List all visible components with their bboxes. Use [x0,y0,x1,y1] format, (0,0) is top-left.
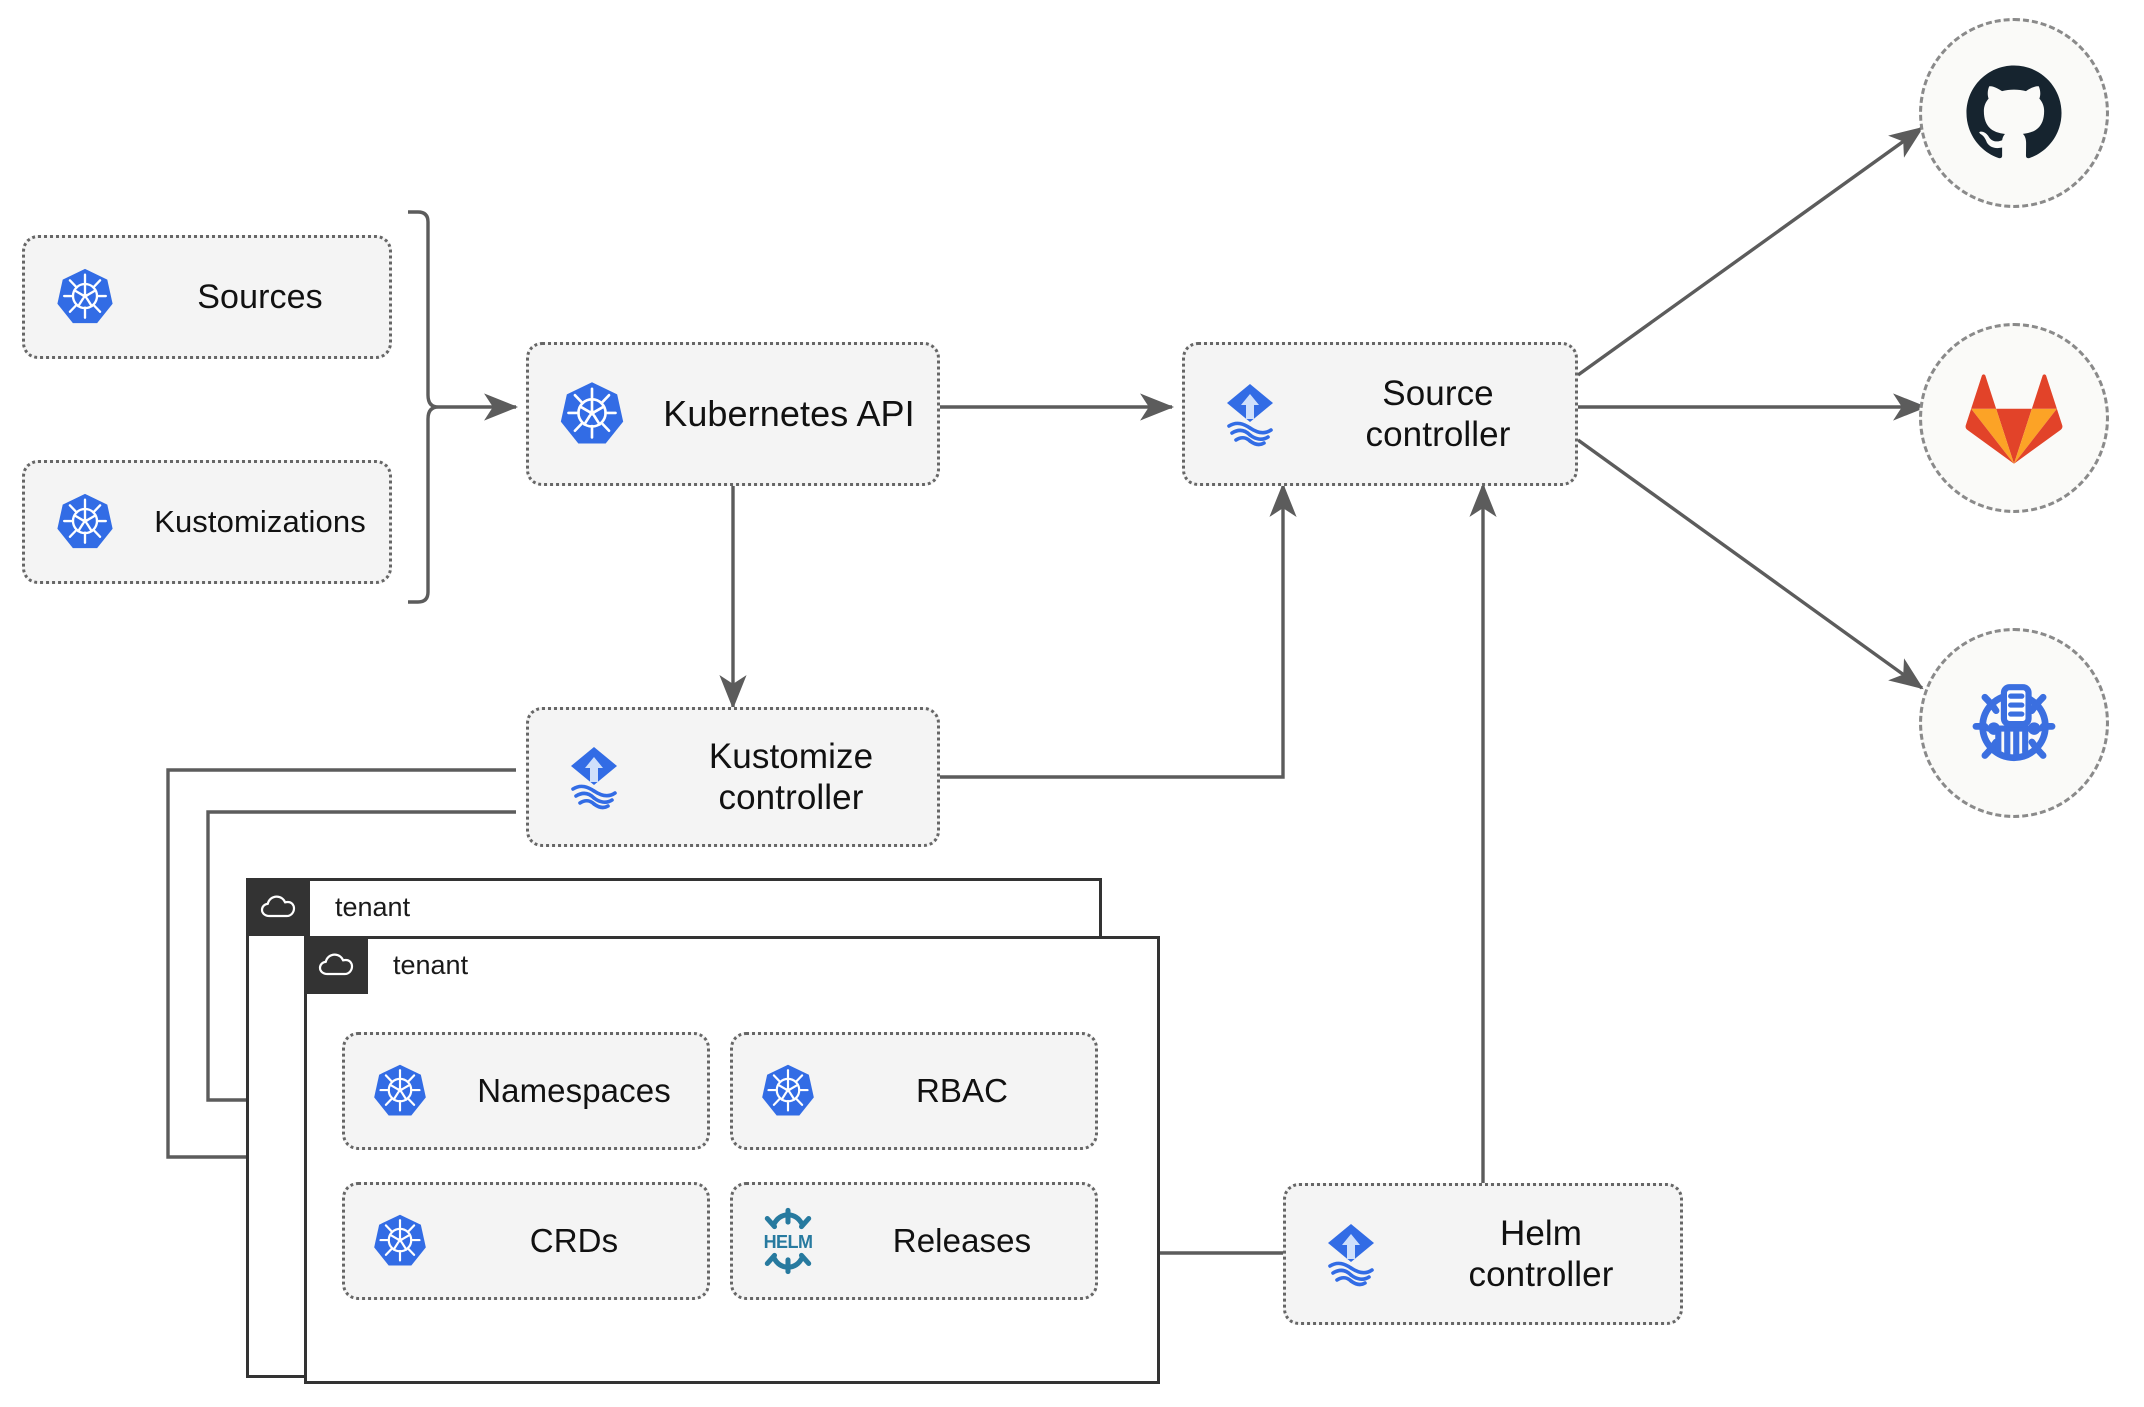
edge-sourcectrl-bucket [1577,438,1924,690]
card-label: Kustomize controller [708,736,874,817]
card-crds[interactable]: CRDs [342,1182,710,1300]
card-label: RBAC [915,1071,1009,1109]
card-kustomizations[interactable]: Kustomizations [22,460,392,584]
flux-icon [529,741,659,813]
edge-sourcectrl-github [1577,126,1924,377]
card-source-controller[interactable]: Source controller [1182,342,1578,486]
card-label: Kubernetes API [663,392,915,434]
kubernetes-icon [25,266,145,328]
card-label: Sources [197,277,323,316]
edge-kustomizectrl-sourcectrl [940,482,1297,779]
card-label: Namespaces [477,1071,671,1109]
tenant-label: tenant [335,891,411,922]
card-kubernetes-api[interactable]: Kubernetes API [526,342,940,486]
cloud-icon [304,936,368,994]
tenant-label: tenant [393,949,469,980]
card-kustomize-controller[interactable]: Kustomize controller [526,707,940,847]
github-icon [1966,65,2062,159]
bucket-icon [1972,684,2056,762]
cloud-icon [246,878,310,936]
card-namespaces[interactable]: Namespaces [342,1032,710,1150]
card-label: Kustomizations [154,503,366,539]
kubernetes-icon [529,379,655,449]
endpoint-gitlab[interactable] [1919,323,2109,513]
group-bracket [408,210,439,604]
card-sources[interactable]: Sources [22,235,392,359]
kubernetes-icon [345,1062,455,1120]
kubernetes-icon [733,1062,843,1120]
endpoint-github[interactable] [1919,18,2109,208]
svg-text:HELM: HELM [764,1232,813,1252]
helm-icon: HELM [733,1205,843,1277]
gitlab-icon [1965,374,2063,464]
card-label: Releases [892,1221,1032,1259]
kubernetes-icon [25,491,145,553]
tenant-container-front[interactable]: tenant [304,936,1160,1384]
card-rbac[interactable]: RBAC [730,1032,1098,1150]
flux-icon [1185,378,1315,450]
flux-icon [1286,1218,1416,1290]
kubernetes-icon [345,1212,455,1270]
card-helm-controller[interactable]: Helm controller [1283,1183,1683,1325]
card-label: Source controller [1365,373,1511,454]
card-label: CRDs [529,1221,619,1259]
card-releases[interactable]: HELM Releases [730,1182,1098,1300]
endpoint-bucket[interactable] [1919,628,2109,818]
card-label: Helm controller [1468,1213,1614,1294]
